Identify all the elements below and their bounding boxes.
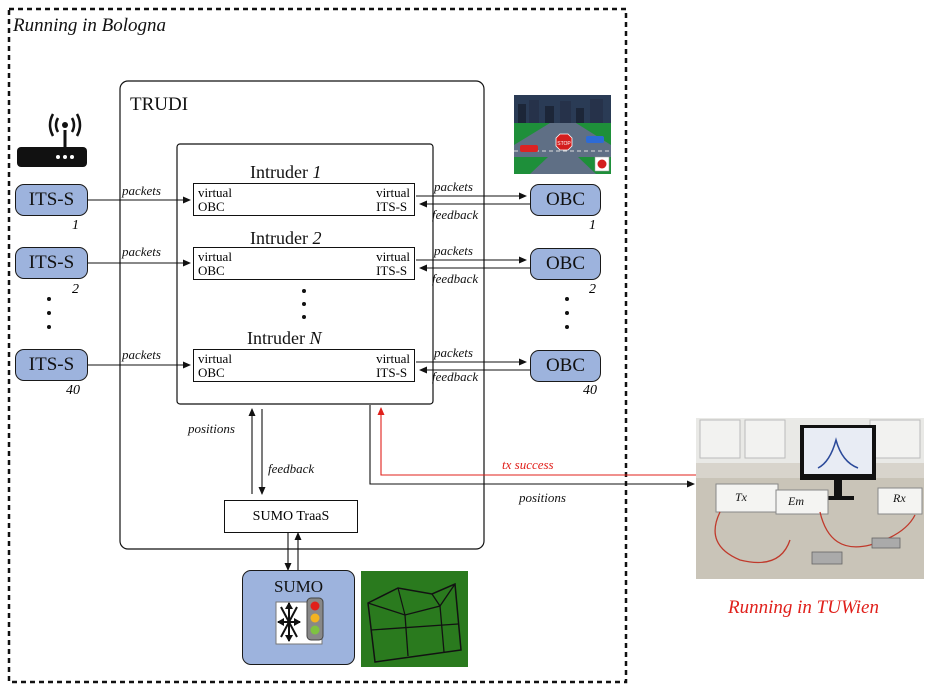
sumo-box: SUMO [242,570,355,665]
intruder-title-2: Intruder 2 [250,228,322,248]
virtual-its-label: ITS-S [376,263,408,278]
virtual-obc-label: OBC [198,263,225,278]
virtual-its-label: virtual [376,351,410,366]
tuwien-label: Running in TUWien [728,597,879,618]
ellipsis-dot [47,325,51,329]
intersection-picture: STOP [514,95,611,174]
trudi-title: TRUDI [130,94,189,115]
virtual-obc-label: OBC [198,199,225,214]
its-s-number-40: 40 [66,383,80,398]
ellipsis-dot [565,311,569,315]
feedback-label: feedback [268,461,315,476]
svg-text:STOP: STOP [557,141,571,147]
road-map-picture [361,571,468,667]
router-icon [17,113,87,167]
feedback-label: feedback [432,207,479,222]
obc-box-40: OBC [530,350,601,382]
bologna-label: Running in Bologna [13,15,167,36]
ellipsis-dot [302,315,306,319]
rx-device-label: Rx [893,491,906,505]
obc-number-40: 40 [583,383,597,398]
its-s-box-40: ITS-S [15,349,88,381]
ellipsis-dot [302,289,306,293]
packets-label: packets [434,345,473,360]
positions-label: positions [188,421,235,436]
its-s-number-1: 1 [72,218,79,233]
packets-label: packets [434,243,473,258]
positions-label: positions [519,490,566,505]
virtual-obc-label: virtual [198,185,232,200]
sumo-traas-box: SUMO TraaS [224,500,358,533]
intruder-title-1: Intruder 1 [250,162,322,182]
packets-label: packets [122,347,161,362]
em-device-label: Em [788,494,804,508]
obc-box-1: OBC [530,184,601,216]
virtual-obc-label: virtual [198,351,232,366]
lab-photo [696,418,924,579]
ellipsis-dot [302,302,306,306]
its-s-box-2: ITS-S [15,247,88,279]
packets-label: packets [122,244,161,259]
packets-label: packets [434,179,473,194]
its-s-box-1: ITS-S [15,184,88,216]
feedback-label: feedback [432,271,479,286]
virtual-its-label: ITS-S [376,365,408,380]
feedback-label: feedback [432,369,479,384]
obc-number-1: 1 [589,218,596,233]
bologna-boundary [7,7,628,684]
virtual-its-label: virtual [376,249,410,264]
packets-label: packets [122,183,161,198]
tx-success-label: tx success [502,457,554,472]
ellipsis-dot [47,311,51,315]
obc-number-2: 2 [589,282,596,297]
intruder-title-n: Intruder N [247,328,322,348]
ellipsis-dot [47,297,51,301]
virtual-obc-label: OBC [198,365,225,380]
virtual-its-label: virtual [376,185,410,200]
obc-box-2: OBC [530,248,601,280]
its-s-number-2: 2 [72,282,79,297]
virtual-its-label: ITS-S [376,199,408,214]
trudi-frame [119,80,485,550]
ellipsis-dot [565,325,569,329]
tx-device-label: Tx [735,490,747,504]
ellipsis-dot [565,297,569,301]
virtual-obc-label: virtual [198,249,232,264]
